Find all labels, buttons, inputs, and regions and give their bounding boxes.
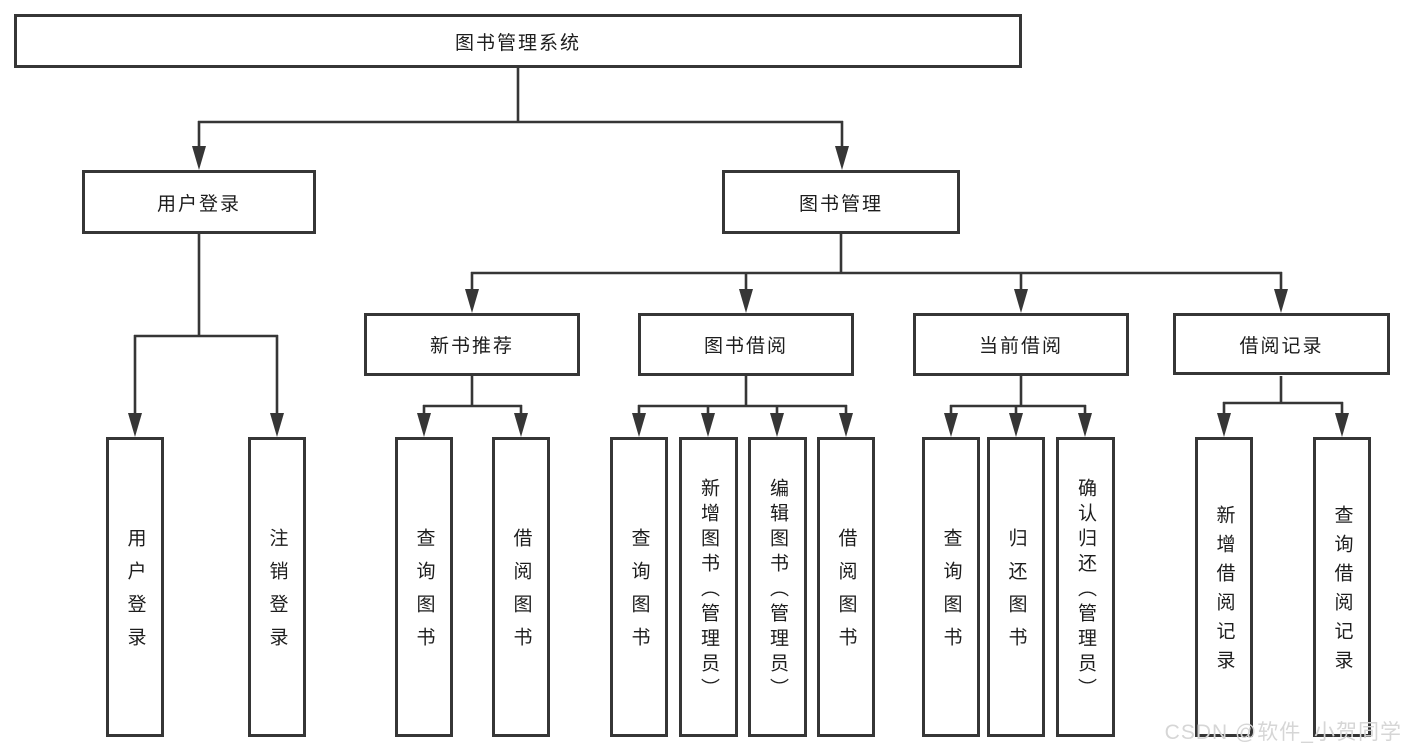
- node-book-borrow-label: 图书借阅: [703, 336, 788, 357]
- leaf-logout: 注销登录: [248, 437, 306, 737]
- leaf-records-add-record: 新增借阅记录: [1195, 437, 1253, 737]
- node-book-management-label: 图书管理: [798, 193, 883, 215]
- leaf-borrow-add-books-admin-label: 新增图书（管理员）: [698, 477, 719, 703]
- node-user-login: 用户登录: [82, 170, 316, 234]
- node-current-borrow: 当前借阅: [913, 313, 1129, 376]
- leaf-recommend-borrow-books-label: 借阅图书: [510, 528, 532, 660]
- leaf-logout-label: 注销登录: [266, 528, 288, 660]
- leaf-borrow-add-books-admin: 新增图书（管理员）: [679, 437, 738, 737]
- leaf-current-confirm-return-admin-label: 确认归还（管理员）: [1075, 477, 1096, 703]
- leaf-current-return-books-label: 归还图书: [1005, 528, 1027, 660]
- node-current-borrow-label: 当前借阅: [978, 336, 1063, 357]
- leaf-borrow-edit-books-admin: 编辑图书（管理员）: [748, 437, 807, 737]
- node-book-management: 图书管理: [722, 170, 960, 234]
- leaf-recommend-borrow-books: 借阅图书: [492, 437, 550, 737]
- node-book-borrow: 图书借阅: [638, 313, 854, 376]
- leaf-recommend-query-books-label: 查询图书: [413, 528, 435, 660]
- node-root: 图书管理系统: [14, 14, 1022, 68]
- leaf-borrow-edit-books-admin-label: 编辑图书（管理员）: [767, 477, 788, 703]
- leaf-current-query-books-label: 查询图书: [940, 528, 962, 660]
- node-borrow-records-label: 借阅记录: [1239, 335, 1324, 357]
- node-new-book-recommend: 新书推荐: [364, 313, 580, 376]
- csdn-watermark: CSDN @软件_小贺同学: [1164, 721, 1402, 744]
- leaf-borrow-borrow-books: 借阅图书: [817, 437, 875, 737]
- leaf-current-query-books: 查询图书: [922, 437, 980, 737]
- leaf-current-confirm-return-admin: 确认归还（管理员）: [1056, 437, 1115, 737]
- leaf-records-query-record-label: 查询借阅记录: [1331, 505, 1353, 679]
- node-borrow-records: 借阅记录: [1173, 313, 1390, 375]
- leaf-user-login-label: 用户登录: [124, 528, 146, 660]
- leaf-records-add-record-label: 新增借阅记录: [1213, 505, 1235, 679]
- leaf-recommend-query-books: 查询图书: [395, 437, 453, 737]
- node-user-login-label: 用户登录: [156, 193, 241, 215]
- leaf-borrow-query-books-label: 查询图书: [628, 528, 650, 660]
- node-new-book-recommend-label: 新书推荐: [429, 336, 514, 357]
- leaf-current-return-books: 归还图书: [987, 437, 1045, 737]
- leaf-records-query-record: 查询借阅记录: [1313, 437, 1371, 737]
- node-root-label: 图书管理系统: [454, 32, 581, 54]
- leaf-borrow-query-books: 查询图书: [610, 437, 668, 737]
- leaf-borrow-borrow-books-label: 借阅图书: [835, 528, 857, 660]
- leaf-user-login: 用户登录: [106, 437, 164, 737]
